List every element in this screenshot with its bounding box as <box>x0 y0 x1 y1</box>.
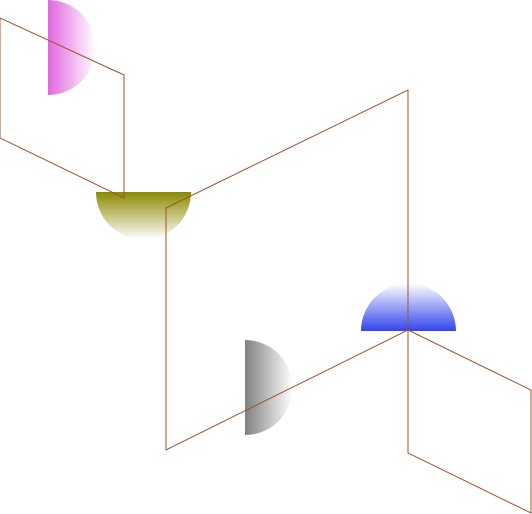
outline-group <box>0 17 532 514</box>
parallelogram-bottom-right <box>407 329 532 514</box>
parallelogram-top-left <box>0 17 125 199</box>
half-disc-olive <box>96 192 191 240</box>
half-disc-gray <box>245 340 293 435</box>
half-disc-magenta <box>48 0 96 95</box>
